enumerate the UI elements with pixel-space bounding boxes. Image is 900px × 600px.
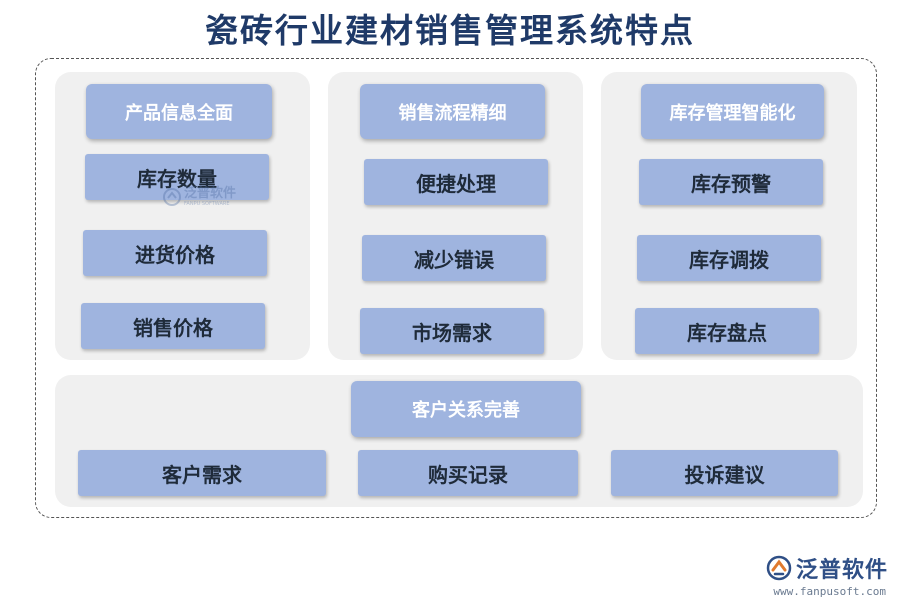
brand-logo: 泛普软件 [766,552,888,584]
brand-url: www.fanpusoft.com [773,585,886,598]
item-purchase-price: 进货价格 [83,230,267,276]
watermark: 泛普软件 FANPU SOFTWARE [163,187,236,207]
item-market-demand: 市场需求 [360,308,544,354]
item-purchase-records: 购买记录 [358,450,578,496]
item-convenient-handling: 便捷处理 [364,159,548,205]
diagram-frame [35,58,877,518]
item-customer-needs: 客户需求 [78,450,326,496]
brand-name: 泛普软件 [795,558,888,583]
header-product-info: 产品信息全面 [86,84,272,139]
watermark-logo-icon [163,188,181,206]
item-reduce-errors: 减少错误 [362,235,546,281]
header-inventory-management: 库存管理智能化 [641,84,824,139]
item-inventory-warning: 库存预警 [639,159,823,205]
fanpu-logo-icon [766,555,792,581]
page-title: 瓷砖行业建材销售管理系统特点 [205,11,695,50]
item-inventory-transfer: 库存调拨 [637,235,821,281]
watermark-text: 泛普软件 [184,186,237,201]
item-sales-price: 销售价格 [81,303,265,349]
header-customer-relations: 客户关系完善 [351,381,581,437]
item-stock-quantity: 库存数量 [85,154,269,200]
watermark-subtext: FANPU SOFTWARE [184,201,230,207]
item-inventory-count: 库存盘点 [635,308,819,354]
header-sales-process: 销售流程精细 [360,84,545,139]
item-complaints-suggestions: 投诉建议 [611,450,838,496]
